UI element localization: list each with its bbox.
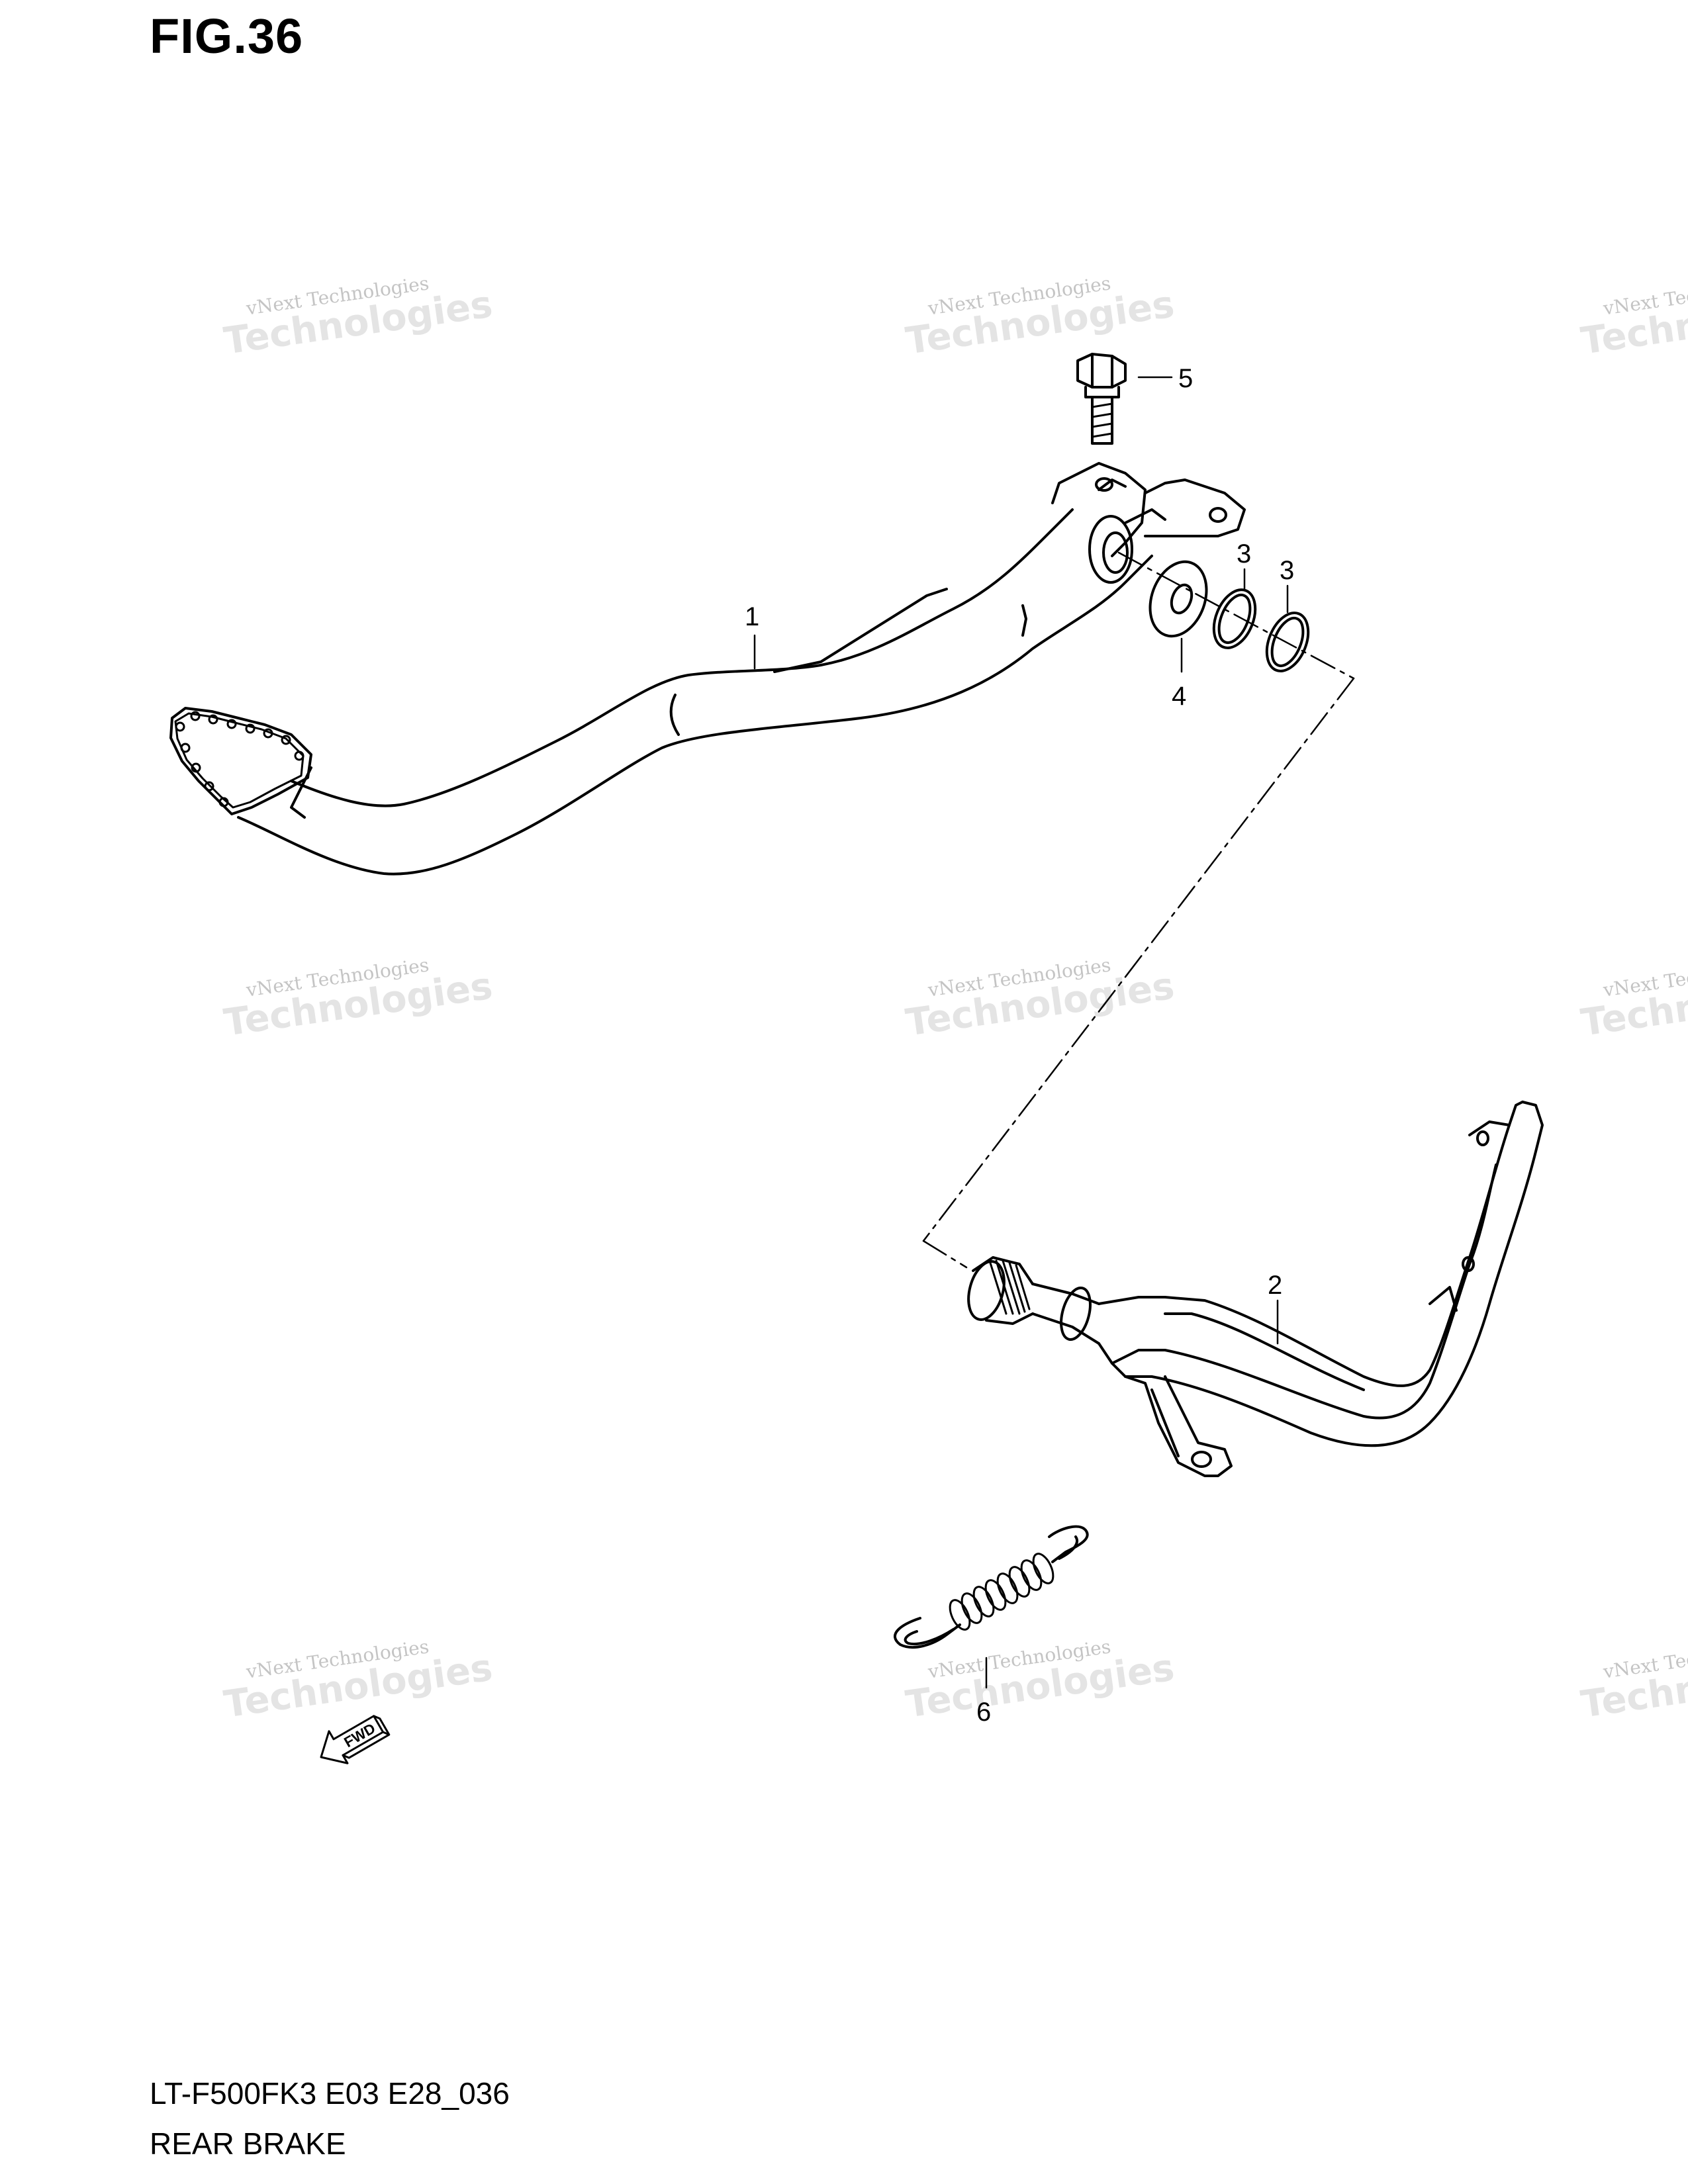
leader-lines	[753, 376, 1355, 1689]
callout-6: 6	[976, 1698, 991, 1727]
bolt-part	[1076, 353, 1127, 445]
callout-3b: 3	[1280, 556, 1294, 585]
callout-1: 1	[745, 602, 759, 631]
callout-5: 5	[1178, 364, 1193, 393]
brake-pedal-part	[169, 462, 1246, 876]
callout-4: 4	[1172, 682, 1186, 711]
washer-part	[1149, 560, 1208, 638]
model-code: LT-F500FK3 E03 E28_036	[150, 2076, 510, 2111]
callout-2: 2	[1268, 1271, 1282, 1300]
fwd-arrow-icon: FWD	[320, 1715, 391, 1764]
o-ring-part	[1212, 588, 1257, 649]
o-ring-part	[1265, 612, 1310, 672]
section-name: REAR BRAKE	[150, 2126, 346, 2161]
return-spring-part	[894, 1525, 1089, 1649]
brake-arm-part	[967, 1101, 1544, 1477]
callout-3a: 3	[1237, 539, 1251, 569]
figure-title: FIG.36	[150, 9, 304, 64]
